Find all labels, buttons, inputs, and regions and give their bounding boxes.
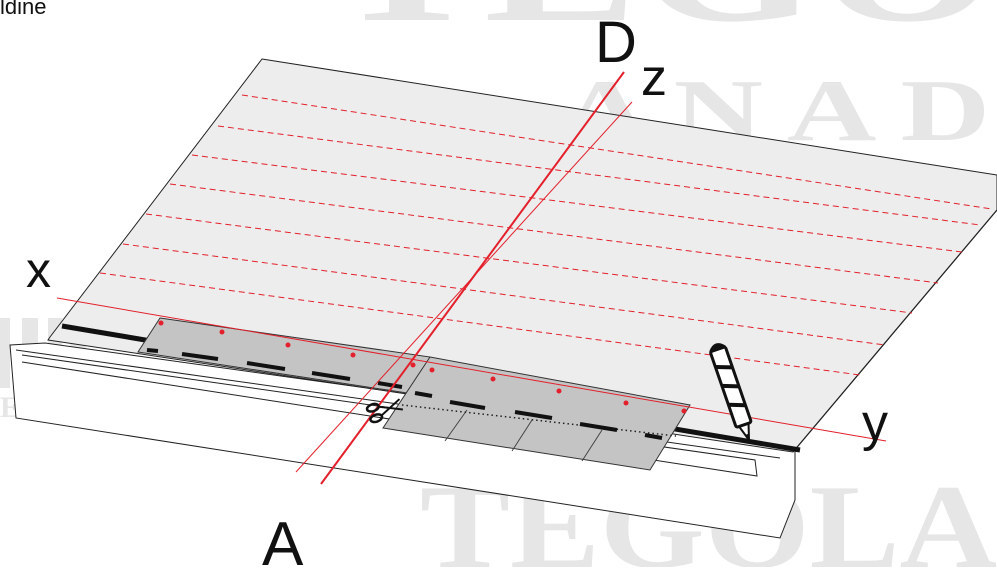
nail-marker (219, 329, 225, 335)
nail-markers (158, 320, 687, 414)
nail-marker (350, 352, 356, 358)
labels: D z x y A (26, 10, 888, 572)
nail-marker (158, 320, 164, 326)
nail-marker (429, 367, 435, 373)
fascia-board-front (9, 342, 796, 539)
label-y: y (862, 394, 888, 452)
nail-marker (490, 376, 496, 382)
label-z: z (641, 49, 667, 107)
label-d: D (595, 10, 637, 75)
shingle-tab-dividers (444, 409, 603, 462)
pencil-icon (709, 343, 753, 444)
nail-marker (681, 408, 687, 414)
label-a: A (262, 510, 304, 567)
guide-line-vertical-z (295, 101, 633, 473)
watermark-line-top: TEGO (330, 0, 997, 55)
nail-marker (556, 388, 562, 394)
label-x: x (26, 242, 51, 298)
chalk-line-7 (99, 272, 861, 376)
corner-text-fragment: ldine (0, 0, 47, 19)
shingle-cut-line-dotted (401, 404, 677, 437)
nail-marker (410, 362, 416, 368)
chalk-line-5 (145, 213, 913, 314)
nail-marker (623, 400, 629, 406)
chalk-line-1 (241, 94, 993, 210)
chalk-line-6 (122, 243, 886, 346)
chalk-line-2 (217, 125, 981, 226)
shingle-nail-dashes (146, 348, 663, 440)
chalk-line-4 (169, 183, 939, 284)
scissors-icon (365, 398, 403, 424)
starter-shingles (137, 317, 691, 471)
chalk-lines (99, 94, 993, 376)
nail-marker (285, 342, 291, 348)
underlay-sheet-right-edge (792, 209, 997, 453)
